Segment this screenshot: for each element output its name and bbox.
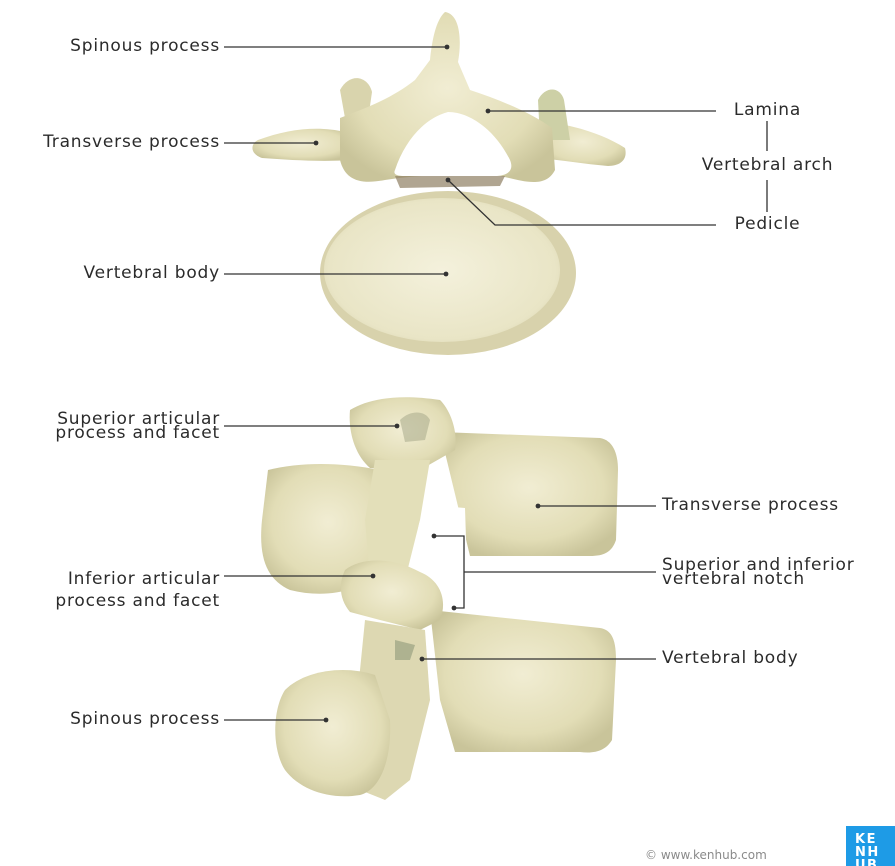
label-inferior-articular-line1: Inferior articular	[10, 568, 220, 590]
dot-notch-bottom	[452, 606, 457, 611]
left-transverse-process-shape	[252, 129, 352, 161]
dot-transverse-top	[314, 141, 319, 146]
label-inferior-articular-line2: process and facet	[10, 590, 220, 612]
label-superior-articular-line2: process and facet	[10, 426, 220, 440]
label-transverse-process-top: Transverse process	[0, 134, 220, 151]
vertebral-body-surface	[324, 198, 560, 342]
superior-articular-shape	[350, 397, 456, 470]
kenhub-logo[interactable]: KENHUB	[846, 826, 895, 866]
label-lamina: Lamina	[690, 102, 845, 119]
dot-inferior-articular	[371, 574, 376, 579]
dot-lamina	[486, 109, 491, 114]
dot-spinous-side	[324, 718, 329, 723]
dot-body-top	[444, 272, 449, 277]
label-vertebral-body-top: Vertebral body	[20, 265, 220, 282]
label-vertebral-body-side: Vertebral body	[662, 650, 798, 667]
lower-spinous-process-shape	[275, 670, 390, 796]
label-vertebral-notch: Superior and inferior vertebral notch	[662, 558, 855, 586]
dot-body-side	[420, 657, 425, 662]
label-pedicle: Pedicle	[690, 216, 845, 233]
label-spinous-process-top: Spinous process	[20, 38, 220, 55]
label-inferior-articular: Inferior articular process and facet	[10, 568, 220, 612]
upper-vertebral-body-shape	[440, 432, 618, 556]
label-vertebral-arch: Vertebral arch	[690, 157, 845, 174]
logo-text: KENHUB	[855, 833, 885, 866]
label-spinous-process-side: Spinous process	[20, 711, 220, 728]
dot-pedicle	[446, 178, 451, 183]
dot-spinous-top	[445, 45, 450, 50]
lower-vertebral-body-shape	[430, 610, 616, 753]
superior-view-vertebra	[252, 12, 625, 355]
copyright-text: © www.kenhub.com	[645, 848, 767, 862]
dot-notch-top	[432, 534, 437, 539]
upper-facet-shadow	[400, 413, 430, 443]
dot-superior-articular	[395, 424, 400, 429]
label-transverse-process-side: Transverse process	[662, 497, 839, 514]
label-superior-articular: Superior articular process and facet	[10, 412, 220, 440]
dot-transverse-side	[536, 504, 541, 509]
lateral-view-vertebrae	[261, 397, 618, 800]
